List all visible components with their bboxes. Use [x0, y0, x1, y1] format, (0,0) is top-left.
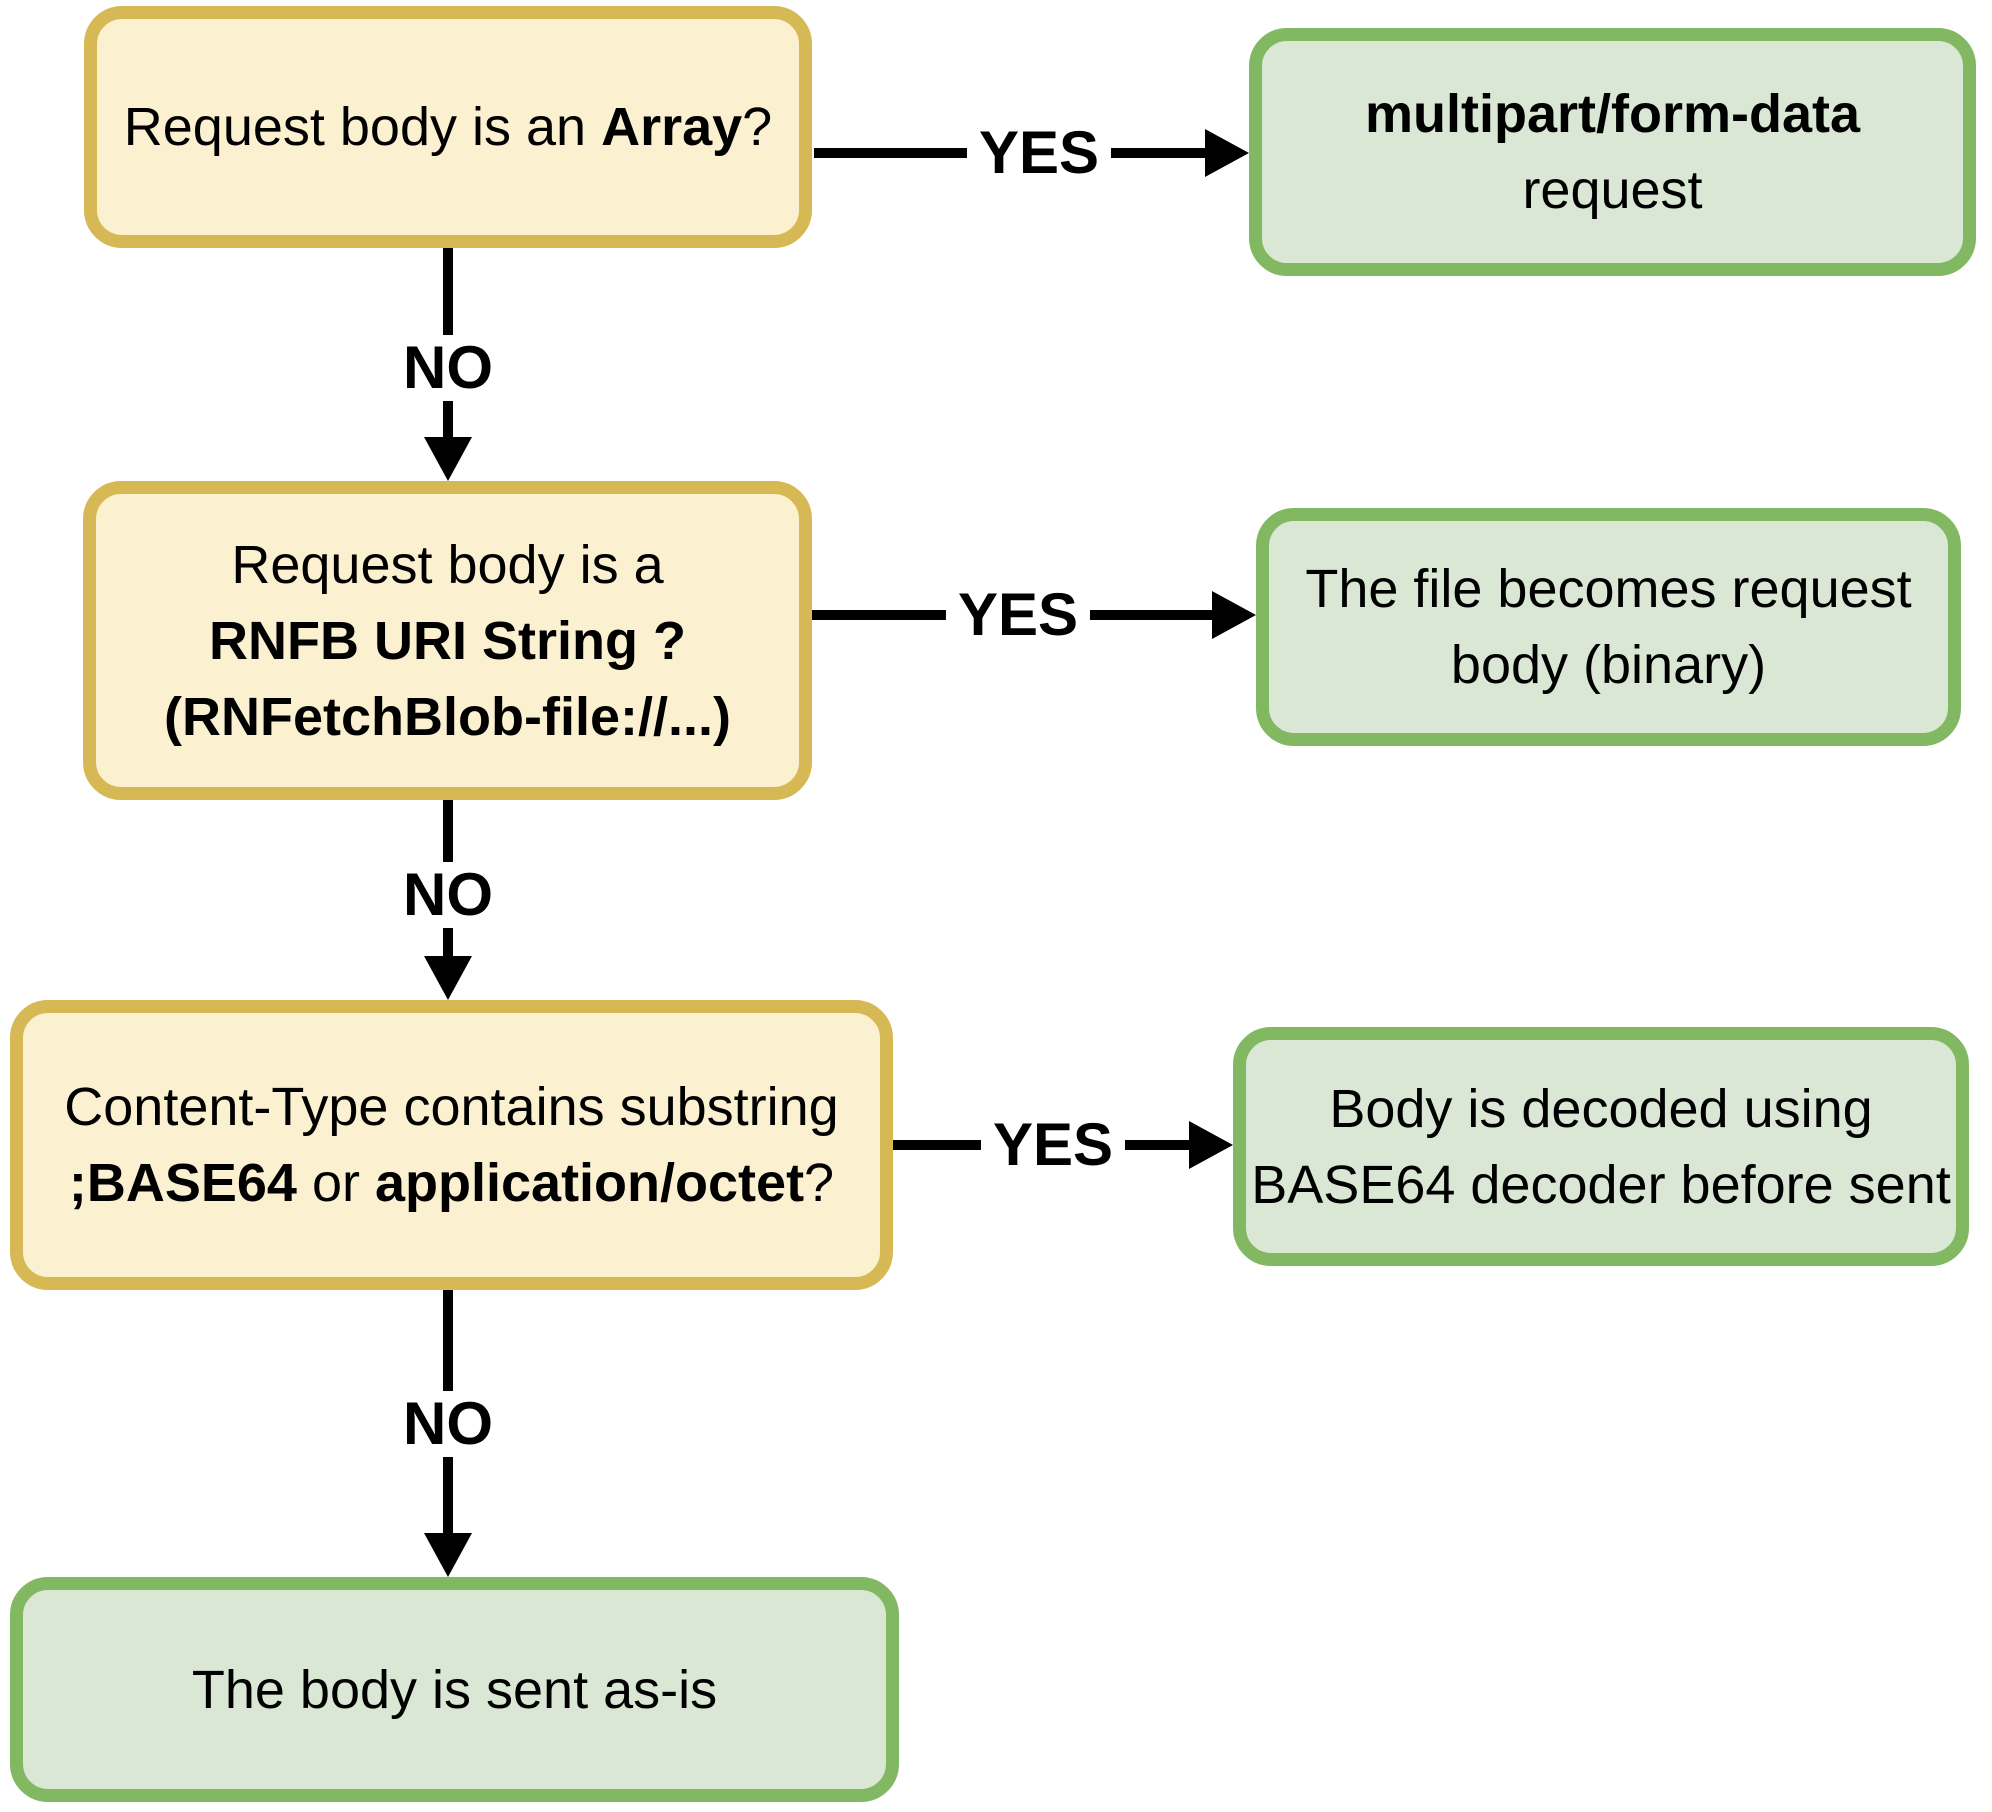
result-multipart-form-data: multipart/form-data request — [1249, 28, 1976, 276]
text-segment: ? — [742, 97, 773, 157]
decision-rnfb-line1: Request body is a — [231, 534, 664, 595]
result-base64-line1: Body is decoded using — [1329, 1078, 1873, 1139]
result-as-is-line1: The body is sent as-is — [191, 1659, 718, 1720]
decision-content-type-base64: Content-Type contains substring ;BASE64 … — [10, 1000, 893, 1290]
result-body-sent-as-is: The body is sent as-is — [10, 1577, 899, 1802]
edge-q3-r3-label: YES — [980, 1112, 1126, 1178]
edge-q3-r3-arrowhead-icon — [1189, 1121, 1233, 1169]
result-file-becomes-body: The file becomes request body (binary) — [1256, 508, 1961, 746]
result-file-line2: body (binary) — [1450, 635, 1767, 695]
result-base64-decoded: Body is decoded using BASE64 decoder bef… — [1233, 1027, 1969, 1266]
edge-q1-q2-arrowhead-icon — [424, 437, 472, 481]
text-segment: ? — [804, 1153, 835, 1213]
edge-q1-q2-label: NO — [391, 335, 505, 401]
decision-request-body-array-text: Request body is an Array? — [124, 89, 772, 165]
edge-q2-r2-arrowhead-icon — [1212, 591, 1256, 639]
edge-q3-r4-label: NO — [391, 1391, 505, 1457]
text-segment: or — [296, 1153, 375, 1213]
decision-rnfb-line3: (RNFetchBlob-file://...) — [164, 686, 731, 747]
edge-q1-r1-arrowhead-icon — [1205, 129, 1249, 177]
decision-rnfb-line2: RNFB URI String ? — [209, 610, 686, 671]
text-segment-bold: application/octet — [375, 1153, 805, 1213]
decision-content-type-line1: Content-Type contains substring — [64, 1077, 839, 1137]
edge-q3-r4-arrowhead-icon — [424, 1533, 472, 1577]
edge-q2-r2-label: YES — [945, 582, 1091, 648]
result-base64-line2: BASE64 decoder before sent — [1251, 1154, 1951, 1215]
decision-rnfb-uri-string: Request body is a RNFB URI String ? (RNF… — [83, 481, 812, 800]
text-segment: Request body is an — [123, 97, 602, 157]
result-multipart-line1: multipart/form-data — [1364, 84, 1861, 144]
edge-q2-q3-arrowhead-icon — [424, 956, 472, 1000]
text-segment-bold: Array — [601, 97, 743, 157]
text-segment-bold: ;BASE64 — [68, 1153, 297, 1213]
result-multipart-line2: request — [1522, 160, 1703, 220]
edge-q2-q3-label: NO — [391, 862, 505, 928]
edge-q1-r1-label: YES — [966, 120, 1112, 186]
result-file-line1: The file becomes request — [1305, 559, 1912, 619]
decision-content-type-line2: ;BASE64 or application/octet? — [69, 1145, 834, 1221]
decision-request-body-array: Request body is an Array? — [84, 6, 812, 248]
